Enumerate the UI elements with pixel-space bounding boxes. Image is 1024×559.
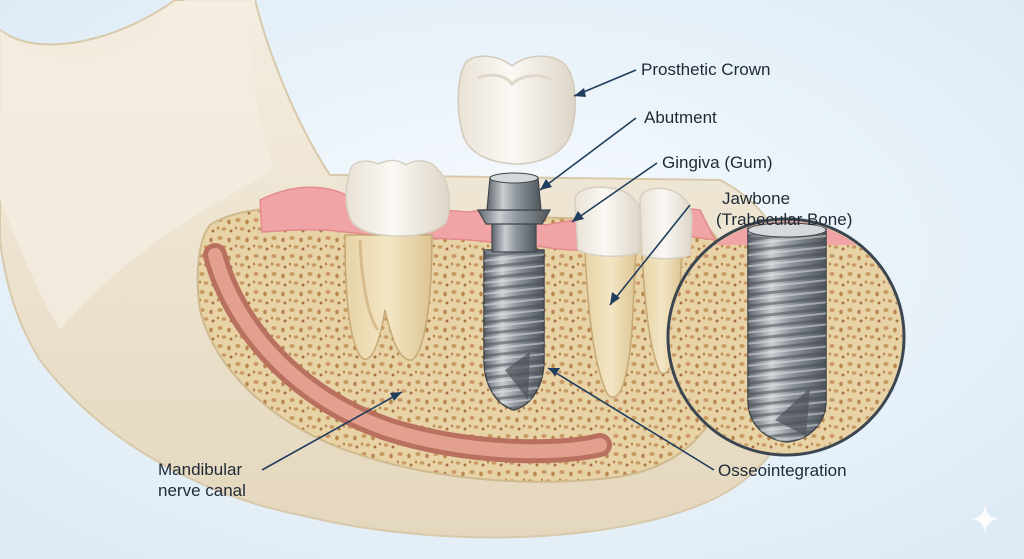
- arrowhead: [574, 88, 586, 97]
- label-prosthetic-crown: Prosthetic Crown: [641, 60, 771, 79]
- label-jawbone-line2: (Trabecular Bone): [716, 210, 853, 229]
- sparkle-icon: [970, 504, 1000, 534]
- label-nerve-line2: nerve canal: [158, 481, 246, 500]
- arrowhead: [540, 179, 552, 190]
- leader-osseointegration: [547, 367, 715, 471]
- leader-lines: [261, 69, 715, 471]
- ramus: [0, 0, 275, 330]
- leader-gingiva: [571, 162, 658, 223]
- leader-nerve: [261, 391, 403, 471]
- implant-fixture: [483, 249, 545, 411]
- label-gingiva: Gingiva (Gum): [662, 153, 773, 172]
- abutment-part: [476, 172, 552, 253]
- arrowhead: [390, 392, 402, 401]
- label-nerve-line1: Mandibular: [158, 460, 243, 479]
- nerve-canal-inner: [208, 248, 607, 459]
- prosthetic-crown-shape: [457, 55, 576, 165]
- leader-jawbone: [609, 204, 691, 306]
- arrowhead: [548, 368, 560, 376]
- arrowhead: [610, 292, 620, 305]
- label-mandibular-nerve-canal: Mandibular nerve canal: [158, 459, 246, 501]
- label-jawbone-line1: Jawbone: [722, 189, 791, 208]
- label-osseointegration: Osseointegration: [718, 461, 847, 480]
- label-abutment: Abutment: [644, 108, 717, 127]
- natural-molar: [344, 159, 451, 361]
- leader-abutment: [539, 117, 637, 191]
- label-jawbone: Jawbone (Trabecular Bone): [716, 188, 852, 230]
- leader-arrowheads: [390, 88, 620, 401]
- arrowhead: [572, 211, 584, 222]
